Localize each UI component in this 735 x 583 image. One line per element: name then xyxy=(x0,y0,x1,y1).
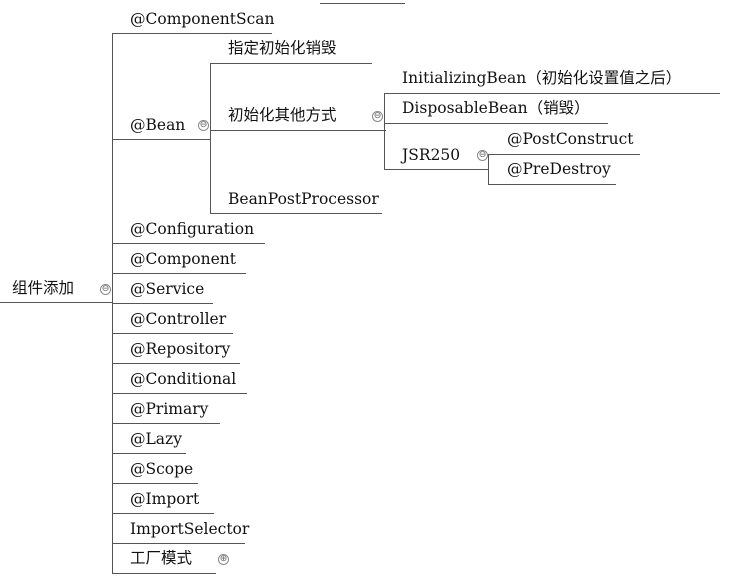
collapse-toggle-icon[interactable]: ⊖ xyxy=(372,111,383,122)
collapse-toggle-icon[interactable]: ⊖ xyxy=(100,284,111,295)
node-conditional[interactable]: @Conditional xyxy=(130,370,237,388)
node-postconstruct[interactable]: @PostConstruct xyxy=(507,130,634,148)
node-primary[interactable]: @Primary xyxy=(130,400,209,418)
node-beanpostprocessor[interactable]: BeanPostProcessor xyxy=(228,190,379,208)
node-lazy[interactable]: @Lazy xyxy=(130,430,182,448)
node-repository[interactable]: @Repository xyxy=(130,340,231,358)
node-factory-pattern[interactable]: 工厂模式 xyxy=(130,549,193,567)
collapse-toggle-icon[interactable]: ⊖ xyxy=(477,150,488,161)
node-predestroy[interactable]: @PreDestroy xyxy=(507,160,611,178)
node-other-init-methods[interactable]: 初始化其他方式 xyxy=(228,106,337,124)
expand-toggle-icon[interactable]: ⊕ xyxy=(218,554,229,565)
node-importselector[interactable]: ImportSelector xyxy=(130,520,250,538)
node-import[interactable]: @Import xyxy=(130,490,200,508)
node-disposablebean[interactable]: DisposableBean（销毁） xyxy=(402,99,590,117)
collapse-toggle-icon[interactable]: ⊖ xyxy=(198,120,209,131)
root-node-label[interactable]: 组件添加 xyxy=(12,279,75,297)
node-init-destroy[interactable]: 指定初始化销毁 xyxy=(228,39,337,57)
node-scope[interactable]: @Scope xyxy=(130,460,194,478)
node-configuration[interactable]: @Configuration xyxy=(130,220,255,238)
node-controller[interactable]: @Controller xyxy=(130,310,227,328)
node-component[interactable]: @Component xyxy=(130,250,237,268)
node-componentscan[interactable]: @ComponentScan xyxy=(130,10,275,28)
node-initializingbean[interactable]: InitializingBean（初始化设置值之后） xyxy=(402,69,682,87)
node-jsr250[interactable]: JSR250 xyxy=(402,146,461,164)
node-bean[interactable]: @Bean xyxy=(130,116,186,134)
node-service[interactable]: @Service xyxy=(130,280,205,298)
